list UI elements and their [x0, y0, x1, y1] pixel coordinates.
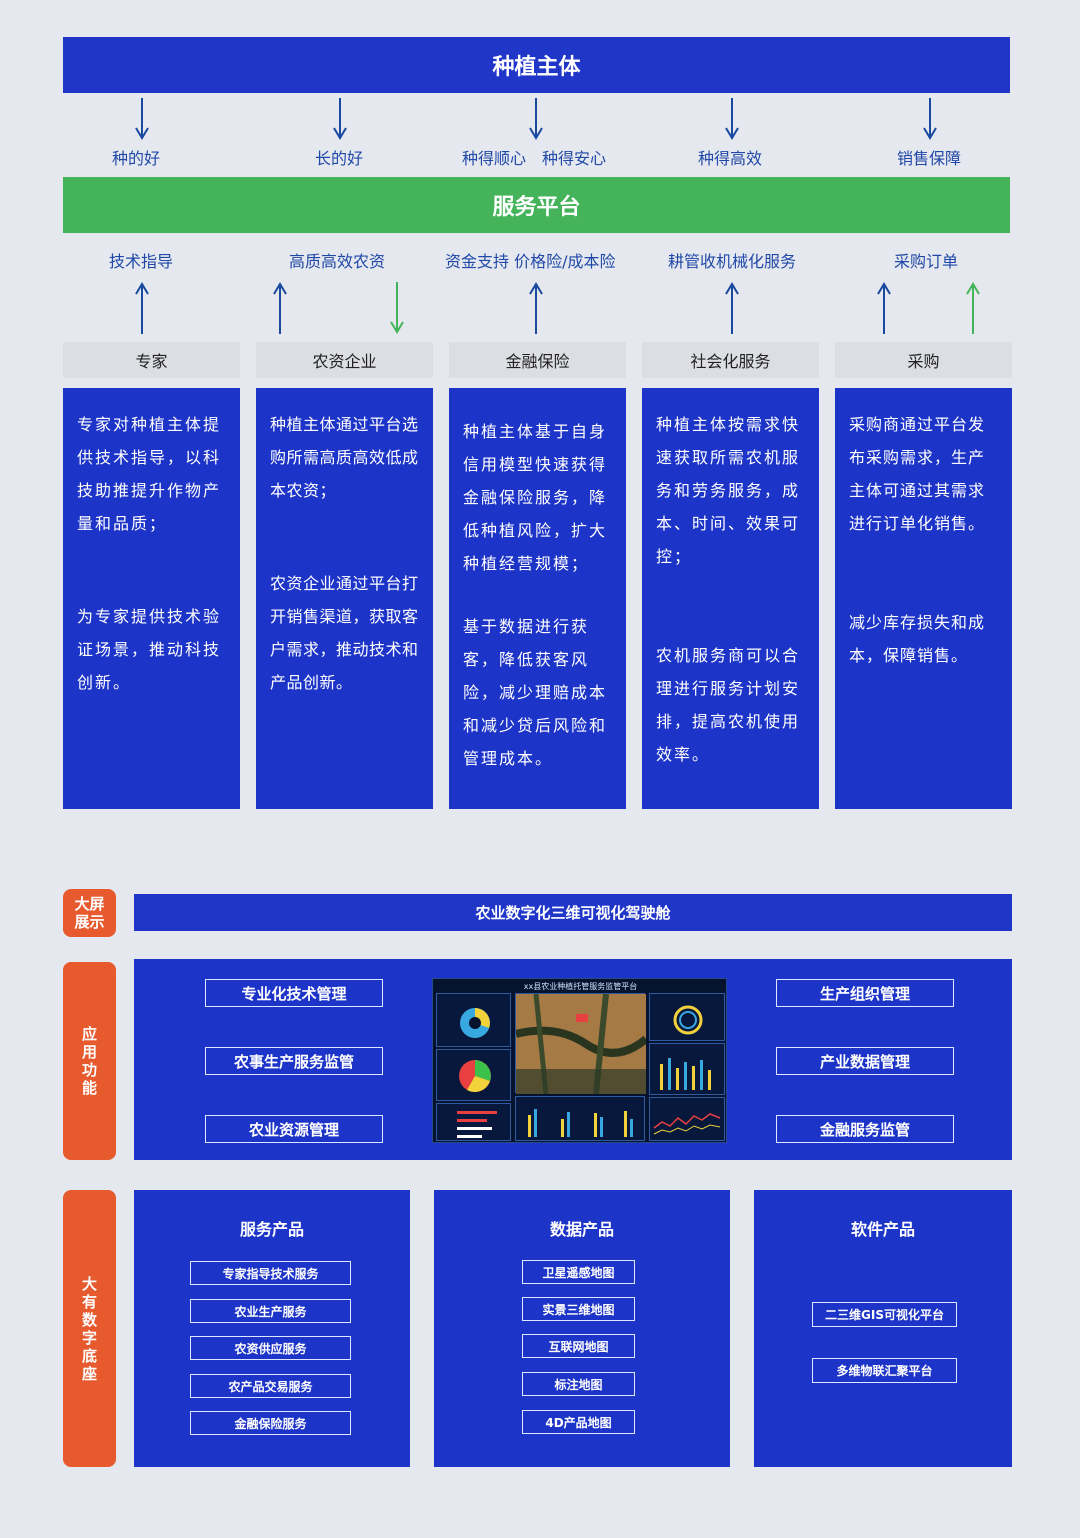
goal-label: 销售保障	[897, 149, 962, 168]
down-arrow-icon	[724, 98, 740, 140]
service-item[interactable]: 专家指导技术服务	[190, 1261, 351, 1285]
screen-tag: 大屏展示	[63, 889, 116, 937]
planting-subject-bar: 种植主体	[63, 37, 1010, 93]
software-item[interactable]: 多维物联汇聚平台	[812, 1358, 957, 1383]
dashboard-tile	[436, 1049, 511, 1101]
service-label: 耕管收机械化服务	[668, 252, 797, 271]
card-purchase: 采购商通过平台发布采购需求，生产主体可通过其需求进行订单化销售。 减少库存损失和…	[835, 388, 1012, 809]
service-item[interactable]: 农业生产服务	[190, 1299, 351, 1323]
card-text: 减少库存损失和成本，保障销售。	[849, 613, 986, 665]
apps-tag: 应用功能	[63, 962, 116, 1160]
card-text: 农机服务商可以合理进行服务计划安排，提高农机使用效率。	[656, 646, 801, 764]
card-text: 专家对种植主体提供技术指导，以科技助推提升作物产量和品质；	[77, 415, 222, 533]
dashboard-tile	[649, 993, 725, 1041]
up-arrow-icon	[724, 282, 740, 334]
base-tag: 大有数字底座	[63, 1190, 116, 1467]
goal-label: 种得顺心 种得安心	[462, 149, 607, 168]
app-production-org[interactable]: 生产组织管理	[776, 979, 954, 1007]
down-arrow-icon	[528, 98, 544, 140]
dashboard-tile	[515, 1096, 645, 1141]
col-title: 服务产品	[239, 1220, 304, 1239]
dashboard-title: xx县农业种植托管服务监管平台	[523, 982, 638, 991]
card-text: 种植主体通过平台选购所需高质高效低成本农资；	[270, 415, 419, 500]
category-purchase: 采购	[835, 342, 1012, 378]
data-item[interactable]: 标注地图	[522, 1372, 635, 1396]
gauge-icon	[673, 1005, 703, 1035]
base-col-data: 数据产品	[434, 1190, 730, 1467]
card-text: 种植主体按需求快速获取所需农机服务和劳务服务，成本、时间、效果可控；	[656, 415, 801, 566]
down-arrow-green-icon	[389, 282, 405, 334]
service-platform-title: 服务平台	[492, 195, 581, 220]
up-arrow-icon	[272, 282, 288, 334]
up-arrow-green-icon	[965, 282, 981, 334]
down-arrow-icon	[134, 98, 150, 140]
map-fields-icon	[515, 993, 649, 1095]
pie-chart-icon	[459, 1060, 491, 1093]
base-tag-text: 大有数字底座	[81, 1274, 97, 1383]
service-label: 技术指导	[109, 252, 174, 271]
dashboard-tile	[436, 1103, 511, 1141]
app-industry-data[interactable]: 产业数据管理	[776, 1047, 954, 1075]
service-item[interactable]: 金融保险服务	[190, 1411, 351, 1435]
service-label: 高质高效农资	[289, 252, 386, 271]
satellite-map	[515, 993, 649, 1095]
card-text: 采购商通过平台发布采购需求，生产主体可通过其需求进行订单化销售。	[849, 415, 986, 533]
category-social-service: 社会化服务	[642, 342, 819, 378]
category-agri-supply: 农资企业	[256, 342, 433, 378]
data-item[interactable]: 互联网地图	[522, 1334, 635, 1358]
dashboard-tile	[436, 993, 511, 1047]
up-arrow-icon	[528, 282, 544, 334]
base-col-software: 软件产品	[754, 1190, 1012, 1467]
card-finance: 种植主体基于自身信用模型快速获得金融保险服务，降低种植风险，扩大种植经营规模； …	[449, 388, 626, 809]
card-social-service: 种植主体按需求快速获取所需农机服务和劳务服务，成本、时间、效果可控； 农机服务商…	[642, 388, 819, 809]
app-resource-management[interactable]: 农业资源管理	[205, 1115, 383, 1143]
donut-chart-icon	[460, 1008, 490, 1038]
card-text: 基于数据进行获客，降低获客风险，减少理赔成本和减少贷后风险和管理成本。	[463, 617, 608, 768]
line-chart-icon	[653, 1113, 721, 1135]
bar-chart-icon	[528, 1109, 633, 1137]
planting-subject-title: 种植主体	[492, 55, 581, 80]
card-expert: 专家对种植主体提供技术指导，以科技助推提升作物产量和品质； 为专家提供技术验证场…	[63, 388, 240, 809]
goal-label: 种的好	[112, 149, 161, 168]
bar-chart-icon	[660, 1058, 711, 1090]
down-arrow-icon	[332, 98, 348, 140]
software-item[interactable]: 二三维GIS可视化平台	[812, 1302, 957, 1327]
down-arrow-icon	[922, 98, 938, 140]
category-expert: 专家	[63, 342, 240, 378]
col-title: 软件产品	[850, 1220, 915, 1239]
screen-tag-text: 大屏展示	[74, 895, 105, 931]
dashboard-tile	[649, 1097, 725, 1141]
data-item[interactable]: 卫星遥感地图	[522, 1260, 635, 1284]
apps-tag-text: 应用功能	[81, 1025, 97, 1097]
card-text: 为专家提供技术验证场景，推动科技创新。	[77, 607, 222, 692]
category-finance: 金融保险	[449, 342, 626, 378]
goal-label: 长的好	[315, 149, 364, 168]
cockpit-bar: 农业数字化三维可视化驾驶舱	[134, 894, 1012, 931]
service-item[interactable]: 农资供应服务	[190, 1336, 351, 1360]
goal-label: 种得高效	[698, 149, 763, 168]
app-tech-management[interactable]: 专业化技术管理	[205, 979, 383, 1007]
service-platform-bar: 服务平台	[63, 177, 1010, 233]
card-text: 种植主体基于自身信用模型快速获得金融保险服务，降低种植风险，扩大种植经营规模；	[463, 422, 608, 573]
service-item[interactable]: 农产品交易服务	[190, 1374, 351, 1398]
service-label: 采购订单	[894, 252, 959, 271]
up-arrow-icon	[134, 282, 150, 334]
data-item[interactable]: 实景三维地图	[522, 1297, 635, 1321]
dashboard-screenshot: xx县农业种植托管服务监管平台	[432, 978, 727, 1143]
dashboard-tile	[649, 1043, 725, 1095]
app-farming-supervision[interactable]: 农事生产服务监管	[205, 1047, 383, 1075]
card-text: 农资企业通过平台打开销售渠道，获取客户需求，推动技术和产品创新。	[270, 574, 419, 692]
col-title: 数据产品	[549, 1220, 614, 1239]
app-finance-supervision[interactable]: 金融服务监管	[776, 1115, 954, 1143]
progress-bars-icon	[457, 1111, 497, 1138]
cockpit-title: 农业数字化三维可视化驾驶舱	[475, 904, 671, 922]
data-item[interactable]: 4D产品地图	[522, 1410, 635, 1434]
base-col-service: 服务产品	[134, 1190, 410, 1467]
up-arrow-icon	[876, 282, 892, 334]
service-label: 资金支持 价格险/成本险	[445, 252, 616, 271]
card-agri-supply: 种植主体通过平台选购所需高质高效低成本农资； 农资企业通过平台打开销售渠道，获取…	[256, 388, 433, 809]
